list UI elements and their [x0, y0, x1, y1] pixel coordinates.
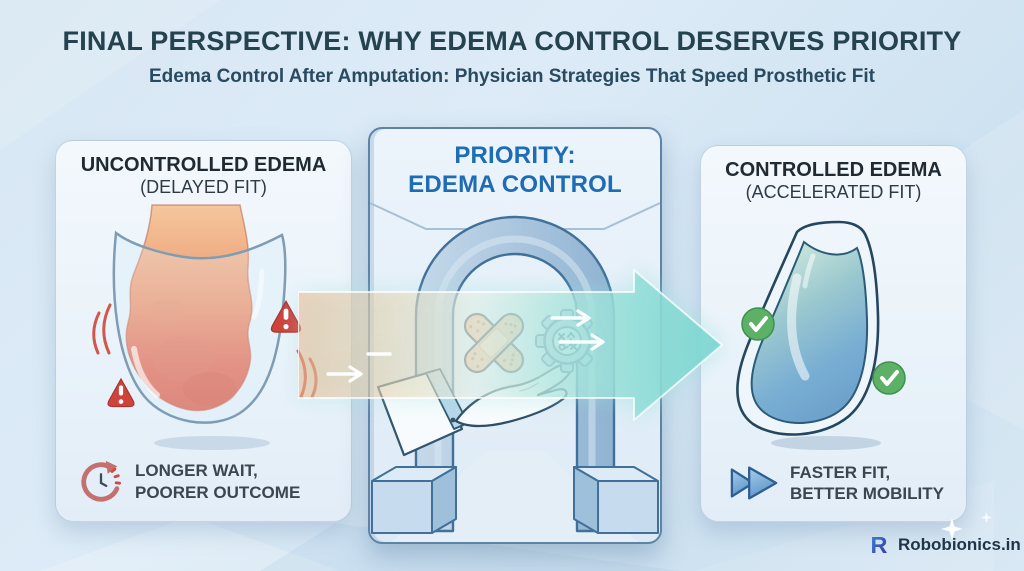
panel-right-title: CONTROLLED EDEMA: [725, 159, 942, 181]
panel-controlled-edema: CONTROLLED EDEMA (ACCELERATED FIT): [700, 145, 967, 522]
uncontrolled-edema-illustration: [92, 204, 318, 450]
shadow-ellipse: [154, 436, 270, 450]
robobionics-logo-icon: R: [871, 532, 888, 558]
panel-right-heading: CONTROLLED EDEMA (ACCELERATED FIT): [701, 158, 966, 204]
flow-arrow-graphic: [298, 269, 723, 421]
background-facet: [40, 516, 340, 571]
panel-right-subtitle: (ACCELERATED FIT): [745, 182, 922, 203]
page-subtitle: Edema Control After Amputation: Physicia…: [149, 66, 875, 87]
shadow-ellipse: [771, 436, 881, 450]
pillar-base-graphic: [371, 466, 457, 534]
fast-forward-icon: [730, 466, 778, 500]
sparkle-icon: [981, 512, 992, 523]
left-caption-text: LONGER WAIT, POORER OUTCOME: [135, 461, 301, 502]
svg-text:R: R: [871, 532, 888, 558]
robobionics-logo-text: Robobionics.in: [898, 535, 1021, 554]
clock-rewind-icon: [81, 460, 122, 502]
panel-uncontrolled-edema: UNCONTROLLED EDEMA (DELAYED FIT): [55, 140, 352, 522]
panel-center-heading: PRIORITY: EDEMA CONTROL: [370, 141, 660, 200]
warning-triangle-icon: [107, 377, 135, 408]
pillar-base-graphic: [573, 466, 659, 534]
controlled-edema-illustration: [736, 220, 906, 450]
left-caption: LONGER WAIT, POORER OUTCOME: [78, 459, 300, 505]
panel-left-subtitle: (DELAYED FIT): [140, 177, 267, 198]
right-caption-text: FASTER FIT, BETTER MOBILITY: [790, 462, 944, 504]
panel-center-title-line1: PRIORITY:: [454, 142, 576, 169]
check-circle-icon: [872, 361, 906, 395]
panel-center-title-line2: EDEMA CONTROL: [408, 171, 622, 199]
brand-logo: R Robobionics.in: [866, 531, 1021, 559]
check-circle-icon: [741, 307, 775, 341]
panel-left-heading: UNCONTROLLED EDEMA (DELAYED FIT): [56, 153, 351, 199]
right-caption: FASTER FIT, BETTER MOBILITY: [729, 462, 944, 506]
panel-left-title: UNCONTROLLED EDEMA: [80, 154, 327, 176]
sparkle-icon: [941, 518, 963, 540]
page-title: FINAL PERSPECTIVE: WHY EDEMA CONTROL DES…: [62, 26, 962, 56]
